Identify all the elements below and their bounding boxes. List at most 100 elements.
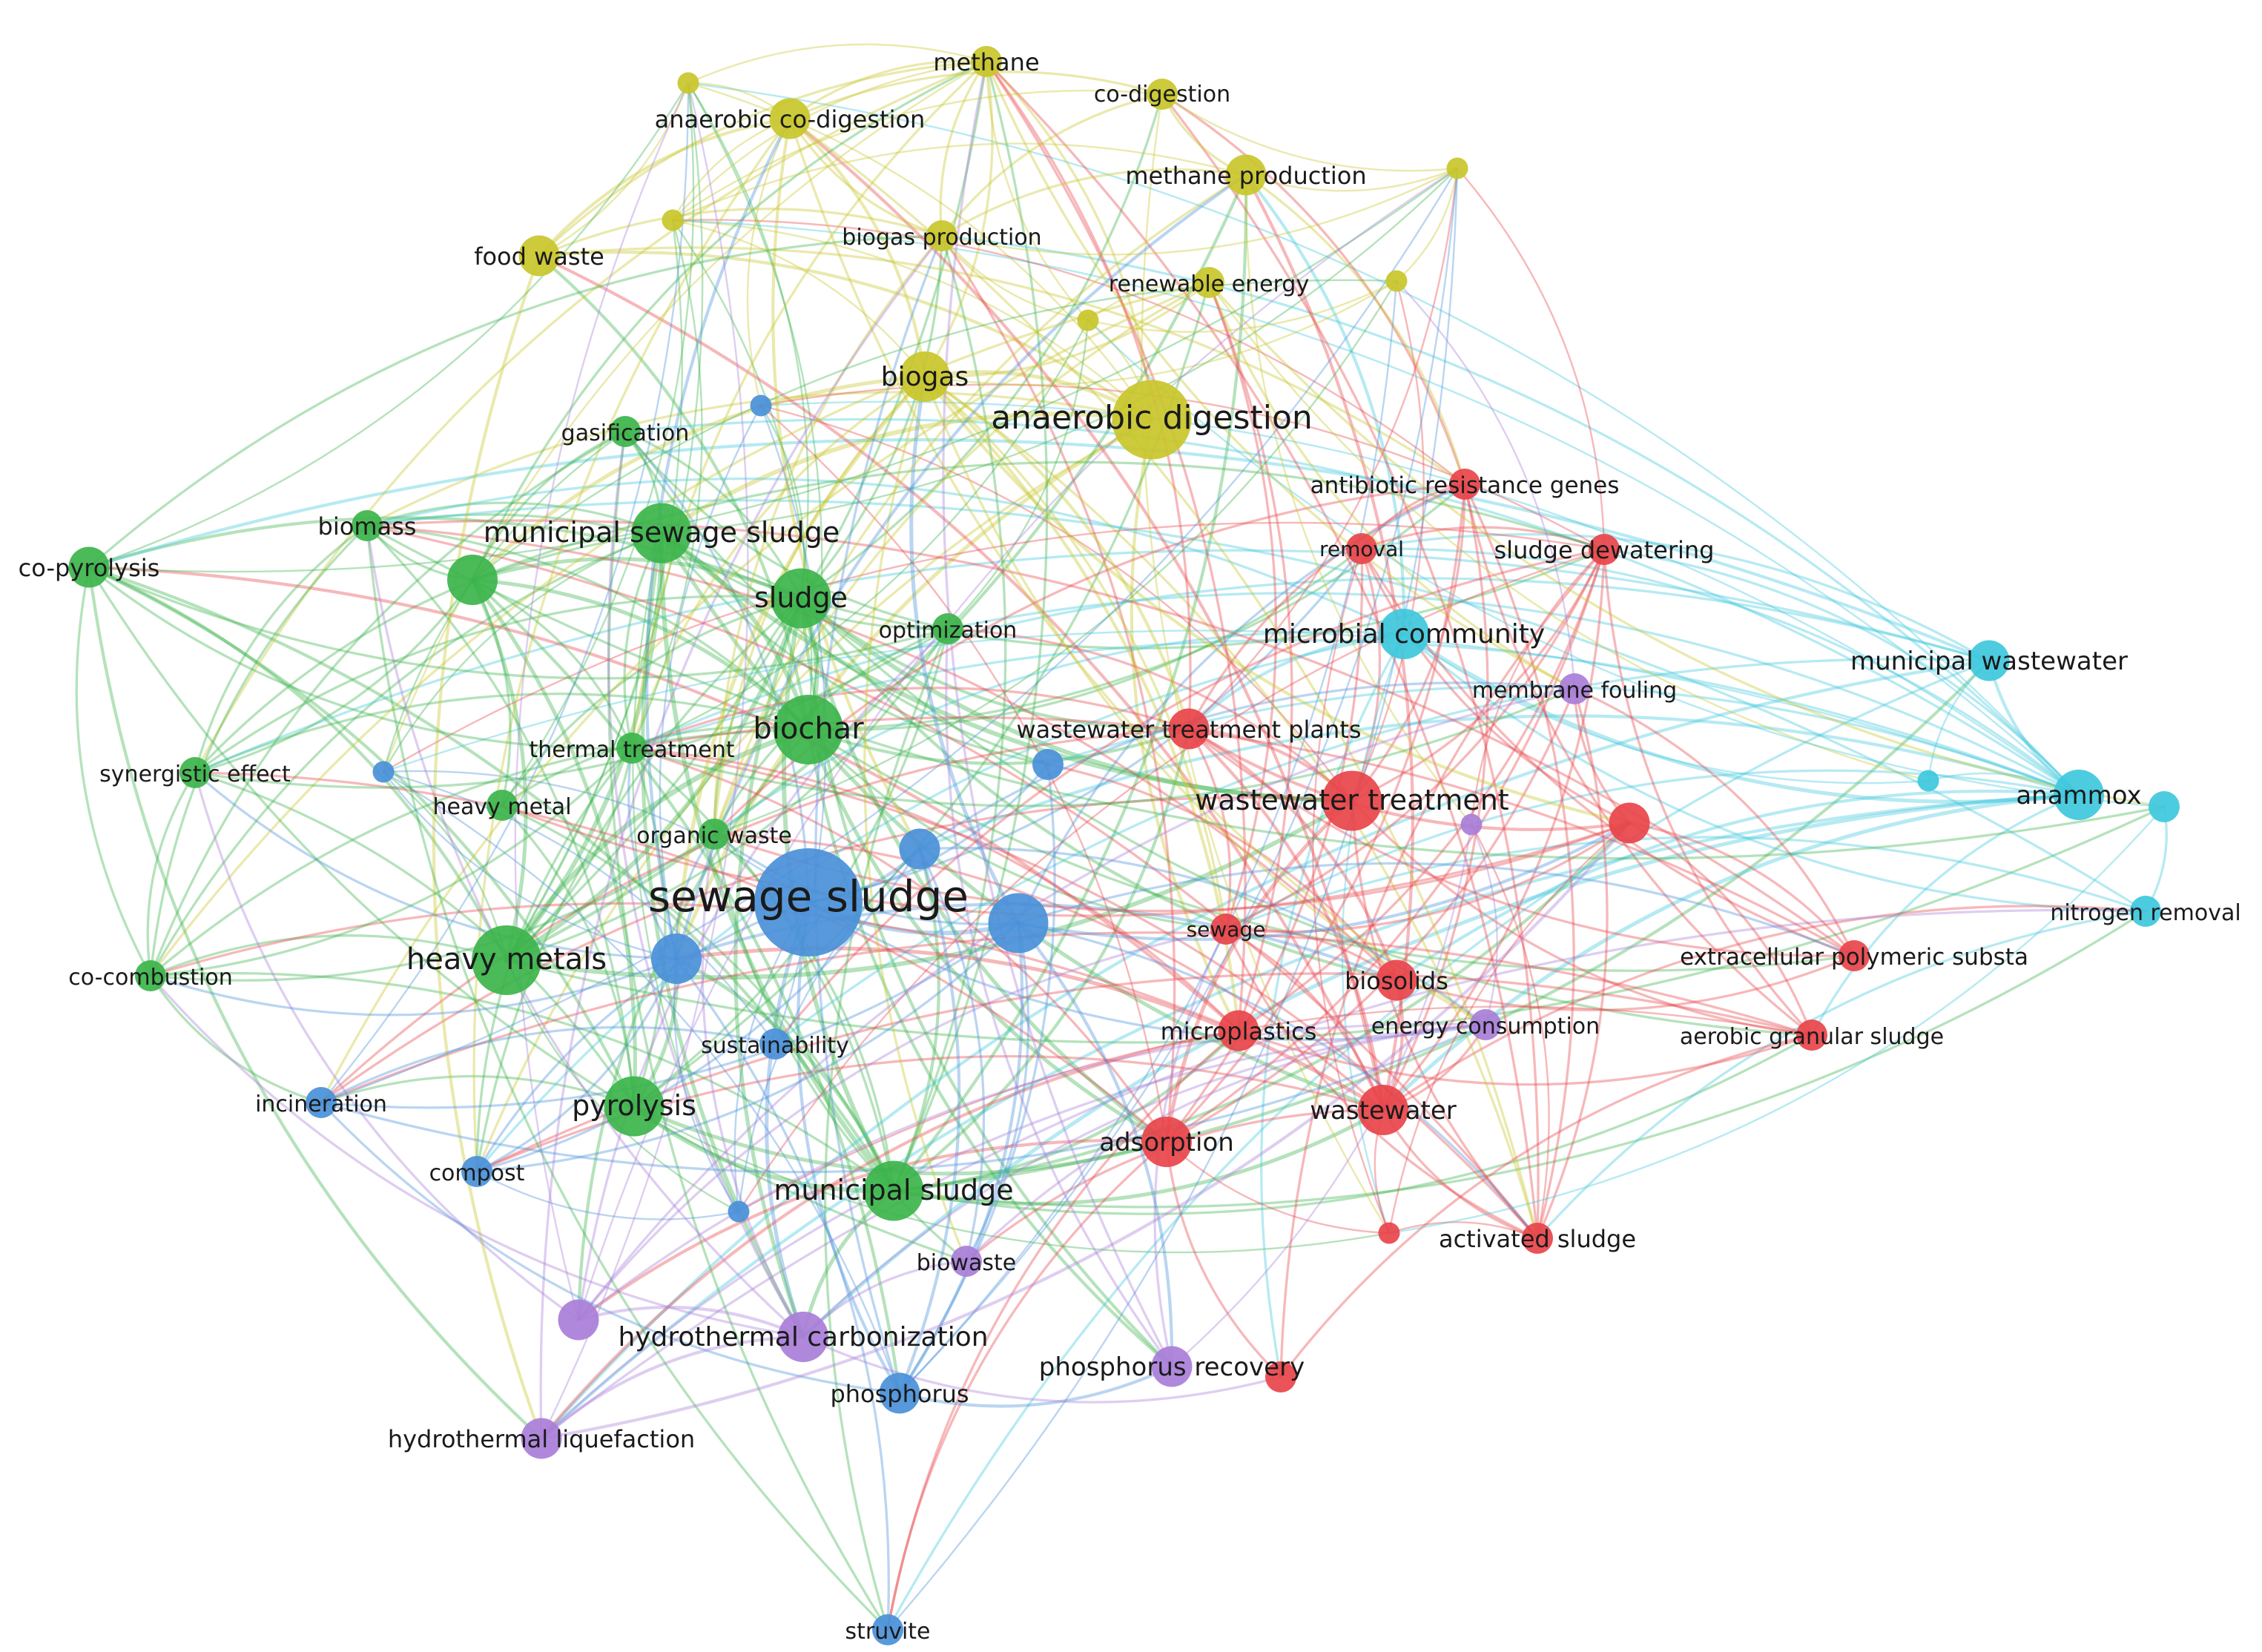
node-y-u1[interactable] [677,72,699,94]
node-municipal-sludge[interactable] [863,1160,924,1221]
edge-thermal-treatment-y-u2 [630,219,703,750]
node-b-u2[interactable] [372,761,395,783]
node-anammox[interactable] [2054,770,2104,820]
edge-y-u3-y-u4 [1087,280,1398,333]
node-adsorption[interactable] [1141,1117,1192,1167]
node-activated-sludge[interactable] [1522,1223,1553,1254]
edge-membrane-fouling-b-u4 [918,681,1576,850]
node-y-u2[interactable] [662,209,684,231]
edge-energy-consumption-hydrothermal-carbonization [802,1023,1487,1338]
node-b-u3[interactable] [1032,749,1064,780]
node-membrane-fouling[interactable] [1559,673,1590,704]
edge-biomass-struvite [366,524,889,1631]
node-r-u1[interactable] [1609,802,1650,844]
node-y-u4[interactable] [1385,270,1408,292]
node-nitrogen-removal[interactable] [2130,896,2161,927]
node-organic-waste[interactable] [699,819,730,850]
node-wastewater-treatment-plants[interactable] [1168,708,1210,750]
node-wastewater-treatment[interactable] [1322,770,1382,831]
node-phosphorus-recovery[interactable] [1151,1346,1193,1387]
node-sustainability[interactable] [759,1028,791,1060]
node-biomass[interactable] [352,510,383,541]
node-heavy-metals[interactable] [472,925,541,995]
node-anaerobic-digestion[interactable] [1112,380,1192,460]
edge-municipal-sewage-sludge-wastewater-treatment [659,531,1354,803]
node-co-combustion[interactable] [135,960,166,991]
node-b-u7[interactable] [728,1200,750,1223]
node-b-u4[interactable] [899,828,940,870]
node-removal[interactable] [1346,533,1377,564]
node-pyrolysis[interactable] [604,1076,665,1137]
node-municipal-sewage-sludge[interactable] [631,503,692,564]
node-y-u5[interactable] [1446,157,1468,179]
node-synergistic-effect[interactable] [179,757,211,788]
node-hydrothermal-carbonization[interactable] [778,1312,828,1362]
node-struvite[interactable] [872,1614,903,1645]
node-b-u1[interactable] [750,394,772,417]
edge-methane-production-organic-waste [713,174,1247,836]
edge-microplastics-methane [985,60,1247,1032]
edge-sewage-sludge-dewatering [1224,548,1606,931]
node-methane[interactable] [971,46,1002,77]
node-municipal-wastewater[interactable] [1968,640,2010,681]
label-nitrogen-removal: nitrogen removal [2050,900,2240,926]
node-antibiotic-resistance-genes[interactable] [1449,469,1480,500]
edge-adsorption-biogas-production [940,234,1176,1143]
label-renewable-energy: renewable energy [1109,271,1309,297]
edge-methane-y-u3 [985,60,1089,322]
edge-microbial-community-nitrogen-removal [1402,632,2147,913]
node-sewage-sludge[interactable] [754,848,863,956]
node-r-u2[interactable] [1378,1222,1400,1244]
node-p-u2[interactable] [558,1299,599,1341]
node-phosphorus[interactable] [879,1372,920,1414]
node-energy-consumption[interactable] [1470,1009,1501,1040]
node-thermal-treatment[interactable] [616,733,647,764]
node-biosolids[interactable] [1376,959,1417,1001]
node-biogas-production[interactable] [926,220,957,251]
label-organic-waste: organic waste [636,823,792,849]
node-hydrothermal-liquefaction[interactable] [521,1418,562,1459]
node-methane-production[interactable] [1225,154,1267,196]
node-co-digestion[interactable] [1147,79,1178,110]
node-sludge[interactable] [771,568,831,629]
node-heavy-metal[interactable] [487,790,518,821]
node-microbial-community[interactable] [1379,609,1429,659]
node-co-pyrolysis[interactable] [68,546,110,588]
edge-microbial-community-c-u1 [1402,632,1930,784]
node-biochar[interactable] [774,695,843,764]
edge-sewage-activated-sludge [1224,928,1539,1240]
node-c-u2[interactable] [2149,791,2180,822]
node-gasification[interactable] [610,416,641,447]
edge-biosolids-extracellular-polymeric [1395,954,1856,1011]
node-wastewater[interactable] [1358,1085,1408,1135]
edge-antibiotic-resistance-genes-food-waste [538,246,1466,486]
node-biowaste[interactable] [951,1246,982,1277]
node-b-u6[interactable] [651,934,702,984]
edge-anammox-hydrothermal-carbonization [801,793,2081,1339]
node-r-u3[interactable] [1265,1361,1296,1392]
edge-biosolids-sewage [1224,927,1398,982]
node-aerobic-granular-sludge[interactable] [1796,1020,1827,1051]
edge-wastewater-treatment-antibiotic-resistance-genes [1351,483,1466,802]
node-food-waste[interactable] [518,235,560,277]
node-y-u3[interactable] [1077,309,1099,331]
node-extracellular-polymeric[interactable] [1839,940,1870,971]
node-p-u1[interactable] [1460,813,1483,836]
node-optimization[interactable] [932,613,963,644]
node-incineration[interactable] [306,1087,337,1118]
node-c-u1[interactable] [1917,770,1939,792]
node-microplastics[interactable] [1218,1010,1259,1051]
edge-biochar-synergistic-effect [194,693,810,774]
node-renewable-energy[interactable] [1193,267,1224,298]
node-biogas[interactable] [900,351,950,402]
node-sewage[interactable] [1210,913,1242,945]
node-anaerobic-co-digestion[interactable] [769,98,811,139]
node-compost[interactable] [461,1156,492,1187]
label-biowaste: biowaste [917,1250,1017,1276]
edge-energy-consumption-p-u1 [1470,823,1498,1026]
node-g-u1[interactable] [447,555,498,605]
node-b-u5[interactable] [988,893,1049,954]
edge-anammox-y-u1 [687,82,2080,796]
node-sludge-dewatering[interactable] [1589,534,1620,565]
